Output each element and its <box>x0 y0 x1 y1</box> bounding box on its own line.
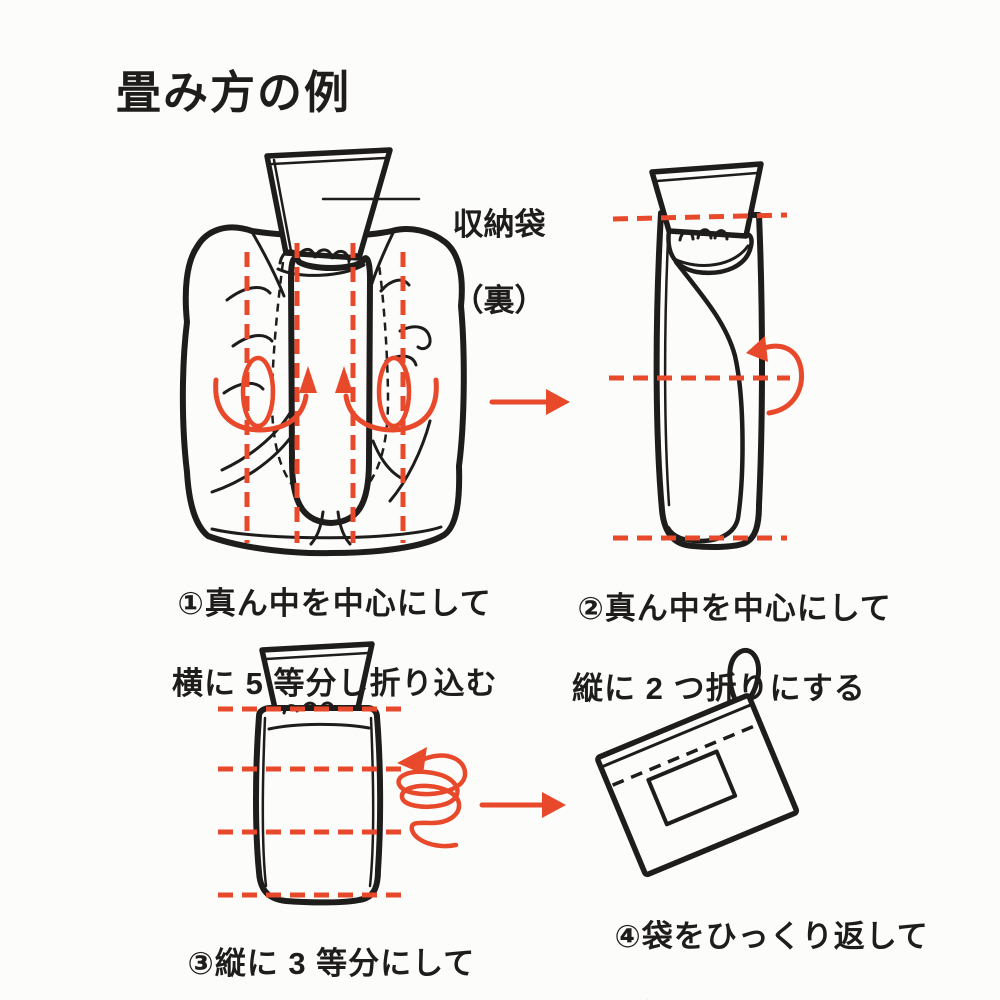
step4-caption-line1: ④袋をひっくり返して <box>614 919 929 954</box>
step1-caption-line1: ①真ん中を中心にして <box>177 586 492 621</box>
fold-in-half-arrow-icon <box>746 336 805 416</box>
step4-caption: ④袋をひっくり返して 収納袋に収める <box>576 877 929 1000</box>
storage-pouch-label-line1: 収納袋 <box>452 207 546 242</box>
step1-to-step2-arrow-icon <box>489 389 570 415</box>
step2-fold-guide-lines <box>609 212 790 541</box>
step3-caption: ③縦に 3 等分にして 3 つ折りにする <box>149 904 475 1000</box>
step1-bag-illustration <box>179 147 467 557</box>
step4-pouch-illustration <box>595 648 800 878</box>
roll-sides-inward-arrows-icon <box>213 355 439 433</box>
storage-pouch-label: 収納袋 （裏） <box>418 168 545 358</box>
step3-fold-guide-lines <box>218 706 408 898</box>
step2-caption-line1: ②真ん中を中心にして <box>577 591 892 626</box>
step3-caption-line1: ③縦に 3 等分にして <box>187 946 476 981</box>
step1-caption-line2: 横に 5 等分し折り込む <box>172 666 498 701</box>
page-title: 畳み方の例 <box>116 67 352 118</box>
step2-bag-illustration <box>609 161 805 550</box>
step3-to-step4-arrow-icon <box>479 792 566 818</box>
step3-bag-illustration <box>218 641 468 906</box>
storage-pouch-label-line2: （裏） <box>452 283 546 318</box>
step2-caption: ②真ん中を中心にして 縦に 2 つ折りにする <box>539 549 892 789</box>
roll-spiral-arrow-icon <box>396 747 468 849</box>
step1-caption: ①真ん中を中心にして 横に 5 等分し折り込む <box>139 544 497 784</box>
step2-caption-line2: 縦に 2 つ折りにする <box>572 671 866 706</box>
